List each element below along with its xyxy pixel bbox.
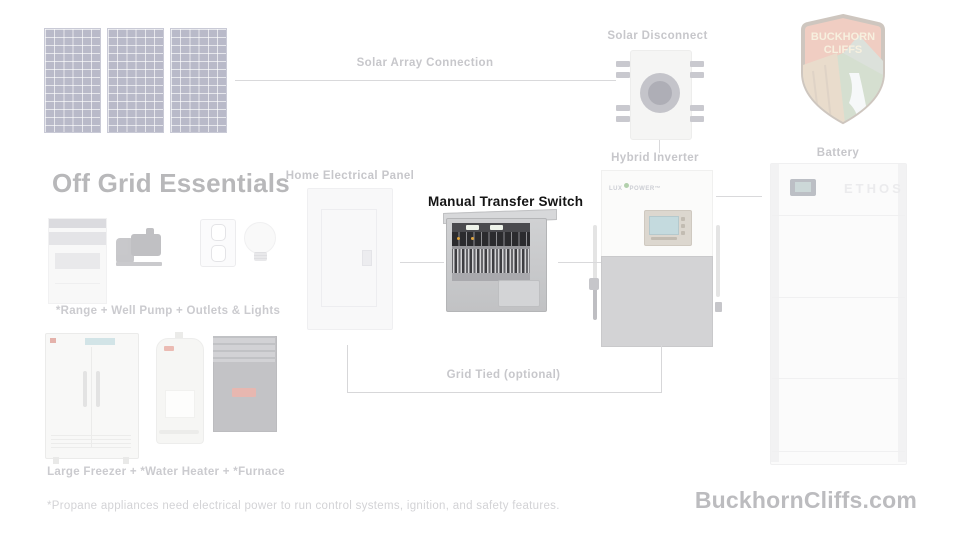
website-text: BuckhornCliffs.com	[694, 487, 917, 513]
row2-caption: Large Freezer + *Water Heater + *Furnace	[47, 466, 285, 478]
grid-tied-bracket	[347, 345, 662, 393]
battery-icon: ETHOS	[770, 163, 907, 465]
home-electrical-panel-label: Home Electrical Panel	[285, 170, 415, 182]
off-grid-essentials-heading: Off Grid Essentials	[52, 168, 290, 198]
badge-line1: BUCKHORN	[811, 31, 875, 43]
light-bulb-icon	[244, 222, 276, 261]
solar-panel-icon	[107, 28, 164, 133]
badge-line2: CLIFFS	[824, 44, 863, 56]
hybrid-inverter-label: Hybrid Inverter	[611, 152, 699, 164]
solar-disconnect-icon	[614, 50, 706, 140]
connector-array-to-disconnect	[235, 80, 616, 81]
solar-array-connection-label: Solar Array Connection	[356, 57, 494, 69]
solar-panel-icon	[170, 28, 227, 133]
solar-disconnect-label: Solar Disconnect	[607, 30, 708, 42]
manual-transfer-switch-label: Manual Transfer Switch	[428, 194, 584, 209]
outlet-icon	[200, 219, 236, 267]
propane-footnote: *Propane appliances need electrical powe…	[47, 500, 560, 512]
battery-display	[790, 179, 816, 196]
row1-caption: *Range + Well Pump + Outlets & Lights	[55, 305, 281, 317]
solar-panel-icon	[44, 28, 101, 133]
connector-inverter-to-battery	[716, 196, 762, 197]
battery-label: Battery	[816, 147, 860, 159]
connector-disconnect-to-inverter	[659, 140, 660, 153]
grid-tied-label: Grid Tied (optional)	[446, 369, 561, 381]
connector-switch-to-inverter	[558, 262, 601, 263]
transfer-switch-icon	[443, 208, 559, 312]
battery-brand: ETHOS	[844, 181, 904, 196]
connector-panel-to-switch	[400, 262, 444, 263]
buckhorn-cliffs-badge-icon: BUCKHORN CLIFFS	[799, 13, 887, 130]
range-icon	[48, 218, 107, 304]
inverter-display	[644, 210, 692, 246]
